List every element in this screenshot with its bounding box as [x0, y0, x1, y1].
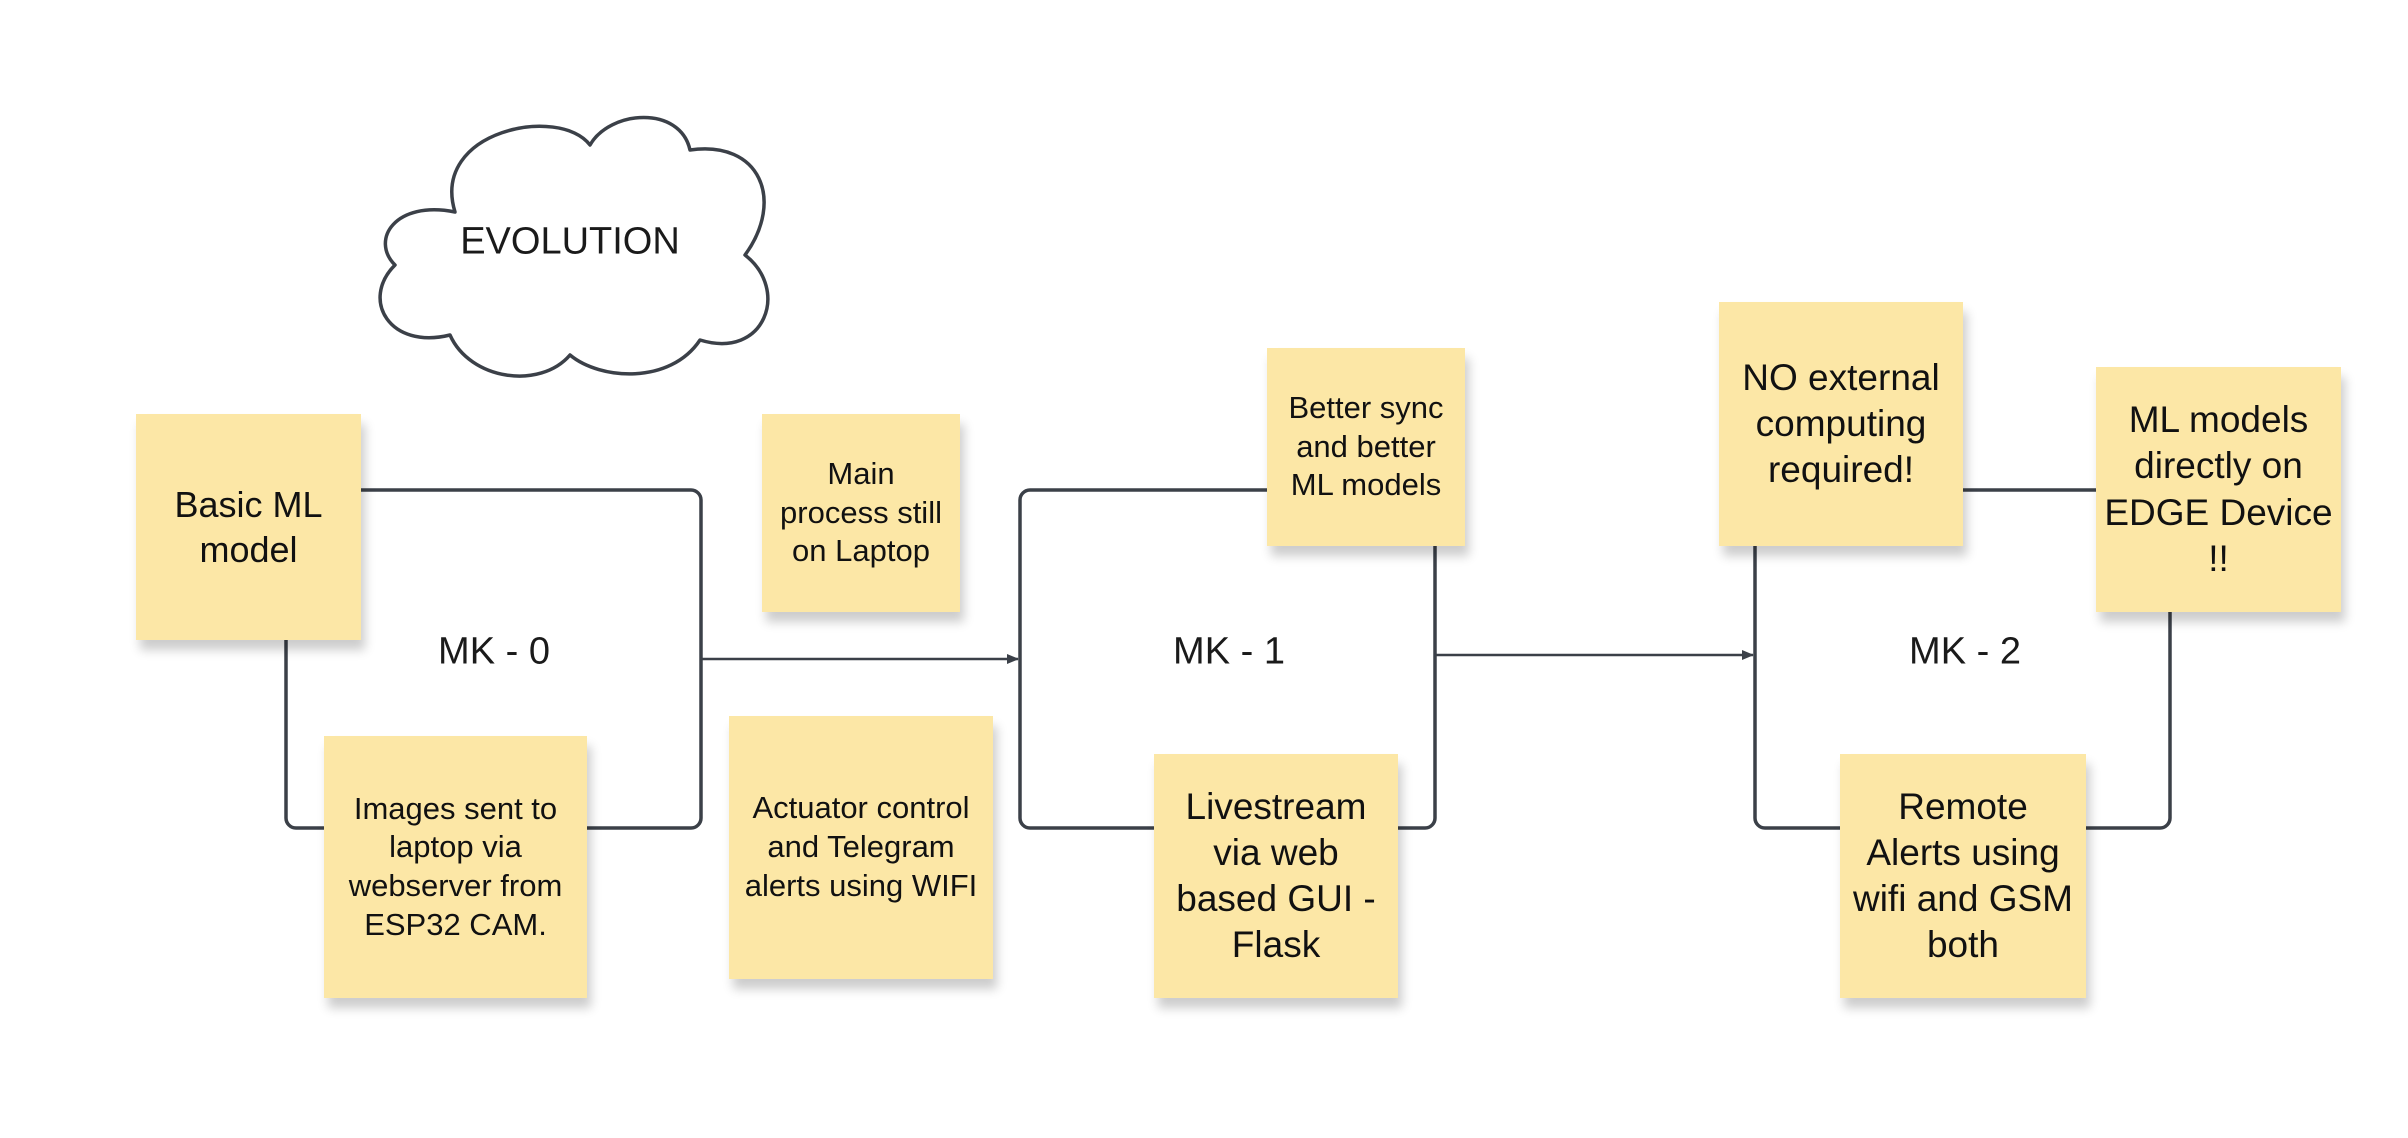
sticky-note-no-external-computing: NO external computing required! — [1719, 302, 1963, 546]
sticky-note-images-sent: Images sent to laptop via webserver from… — [324, 736, 587, 998]
sticky-note-text: ML models directly on EDGE Device !! — [2104, 399, 2333, 579]
sticky-note-text: Actuator control and Telegram alerts usi… — [744, 790, 978, 903]
sticky-note-ml-on-edge: ML models directly on EDGE Device !! — [2096, 367, 2341, 612]
sticky-note-remote-alerts: Remote Alerts using wifi and GSM both — [1840, 754, 2086, 998]
sticky-note-actuator-control: Actuator control and Telegram alerts usi… — [729, 716, 993, 979]
evolution-title: EVOLUTION — [460, 220, 680, 263]
sticky-note-text: NO external computing required! — [1742, 356, 1940, 491]
sticky-note-main-process: Main process still on Laptop — [762, 414, 960, 612]
sticky-note-better-sync: Better sync and better ML models — [1267, 348, 1465, 546]
sticky-note-text: Images sent to laptop via webserver from… — [348, 790, 563, 942]
sticky-note-livestream: Livestream via web based GUI - Flask — [1154, 754, 1398, 998]
sticky-note-text: Livestream via web based GUI - Flask — [1176, 785, 1376, 966]
stage-label-mk2: MK - 2 — [1909, 630, 2021, 673]
sticky-note-text: Remote Alerts using wifi and GSM both — [1852, 785, 2073, 966]
sticky-note-text: Main process still on Laptop — [780, 455, 942, 569]
sticky-note-text: Basic ML model — [174, 484, 323, 570]
evolution-cloud — [378, 115, 770, 378]
stage-label-mk0: MK - 0 — [438, 630, 550, 673]
stage-label-mk1: MK - 1 — [1173, 630, 1285, 673]
sticky-note-text: Better sync and better ML models — [1288, 389, 1444, 503]
sticky-note-basic-ml-model: Basic ML model — [136, 414, 361, 640]
